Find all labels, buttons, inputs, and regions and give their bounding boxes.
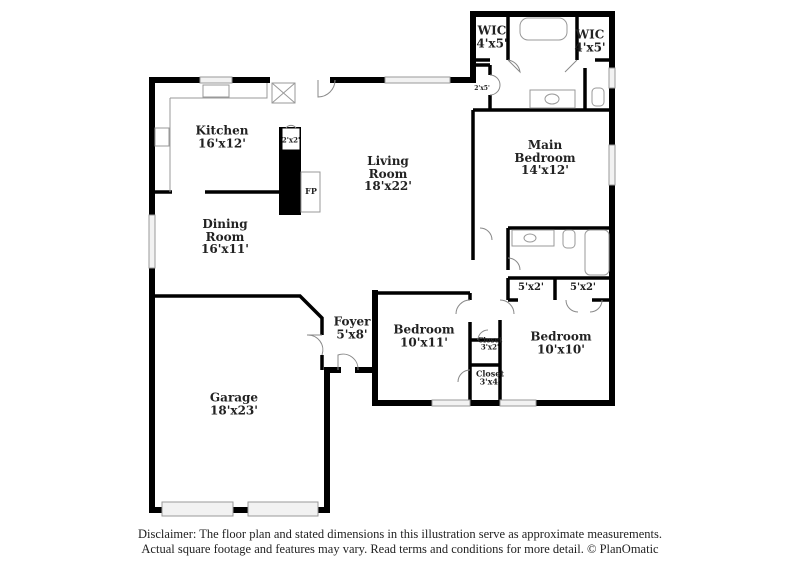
door-bath2 [507, 257, 521, 271]
room-label-bedroom-2: Bedroom 10'x11' [393, 322, 455, 349]
toilet-main [591, 87, 605, 107]
vanity-bath2 [511, 229, 555, 247]
window-living [384, 76, 451, 84]
door-main-bed [479, 227, 493, 241]
room-label-foyer: Foyer 5'x8' [333, 314, 371, 341]
toilet-bath2 [562, 229, 576, 249]
door-bed3 [499, 299, 515, 315]
label-fireplace: FP [305, 185, 317, 196]
vanity-main [529, 89, 576, 109]
window-bed2 [431, 399, 471, 407]
door-closet-bed3 [565, 299, 603, 313]
disclaimer-line-2: Actual square footage and features may v… [141, 542, 659, 556]
tub-bath2 [584, 229, 610, 276]
door-living-north [317, 79, 336, 98]
room-label-garage: Garage 18'x23' [209, 390, 259, 417]
wall-wic-l [473, 14, 510, 62]
door-wic-l [507, 59, 521, 74]
disclaimer-line-1: Disclaimer: The floor plan and stated di… [138, 527, 662, 541]
fridge-box [271, 82, 296, 104]
fireplace-hearth [300, 171, 321, 213]
pantry-box [281, 127, 301, 151]
kitchen-counter [169, 83, 268, 192]
door-bed2 [455, 299, 471, 315]
room-label-main-bedroom: Main Bedroom 14'x12' [514, 138, 576, 178]
wall-garage-north [152, 294, 324, 335]
door-foyer [306, 334, 324, 356]
bathtub-main [519, 17, 568, 41]
window-dining [148, 214, 156, 269]
door-wic-r [564, 59, 578, 73]
kitchen-sink [202, 84, 230, 98]
label-closet-bed3: 5'x2' [569, 281, 597, 293]
room-label-dining: Dining Room 16'x11' [201, 217, 249, 257]
door-closet-b [457, 369, 471, 383]
window-kitchen [199, 76, 233, 84]
room-label-wic-right: WIC 4'x5' [574, 27, 606, 54]
wall-linen [473, 63, 492, 110]
label-pantry: 2'x2' [281, 135, 301, 145]
room-label-wic-left: WIC 4'x5' [476, 23, 508, 50]
wall-wic-r [575, 14, 612, 62]
disclaimer: Disclaimer: The floor plan and stated di… [0, 527, 800, 557]
room-label-closet-a: Closet 3'x2' [477, 335, 503, 352]
door-front [337, 353, 359, 371]
window-bed3 [499, 399, 537, 407]
door-closet-a [477, 329, 489, 341]
stove [154, 127, 170, 147]
room-label-closet-b: Closet 3'x4' [475, 368, 505, 387]
garage-door-right [247, 501, 319, 517]
wall-bath2 [506, 226, 612, 280]
door-linen [489, 74, 501, 96]
door-pantry [285, 124, 297, 129]
wall-closets-hall [506, 278, 612, 302]
label-closet-hall: 5'x2' [517, 281, 545, 293]
window-main-bed [608, 144, 616, 186]
room-label-living: Living Room 18'x22' [364, 154, 412, 194]
room-label-bedroom-3: Bedroom 10'x10' [530, 329, 592, 356]
room-label-kitchen: Kitchen 16'x12' [195, 123, 249, 150]
wall-bed2-east [468, 293, 500, 403]
label-linen: 2'x5' [474, 84, 490, 92]
window-suite [608, 67, 616, 89]
garage-door-left [161, 501, 234, 517]
